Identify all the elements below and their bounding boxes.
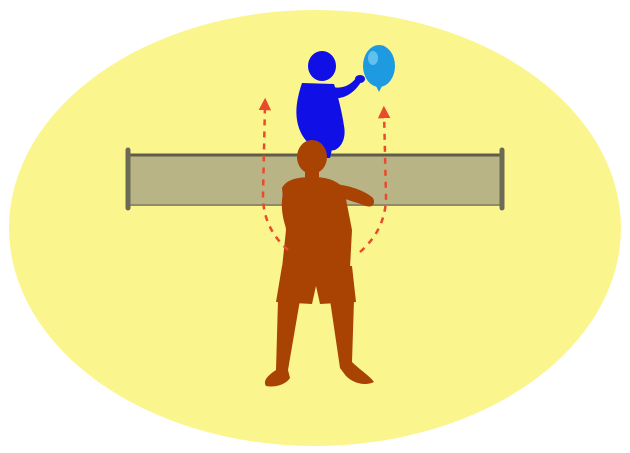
scene <box>0 0 630 453</box>
